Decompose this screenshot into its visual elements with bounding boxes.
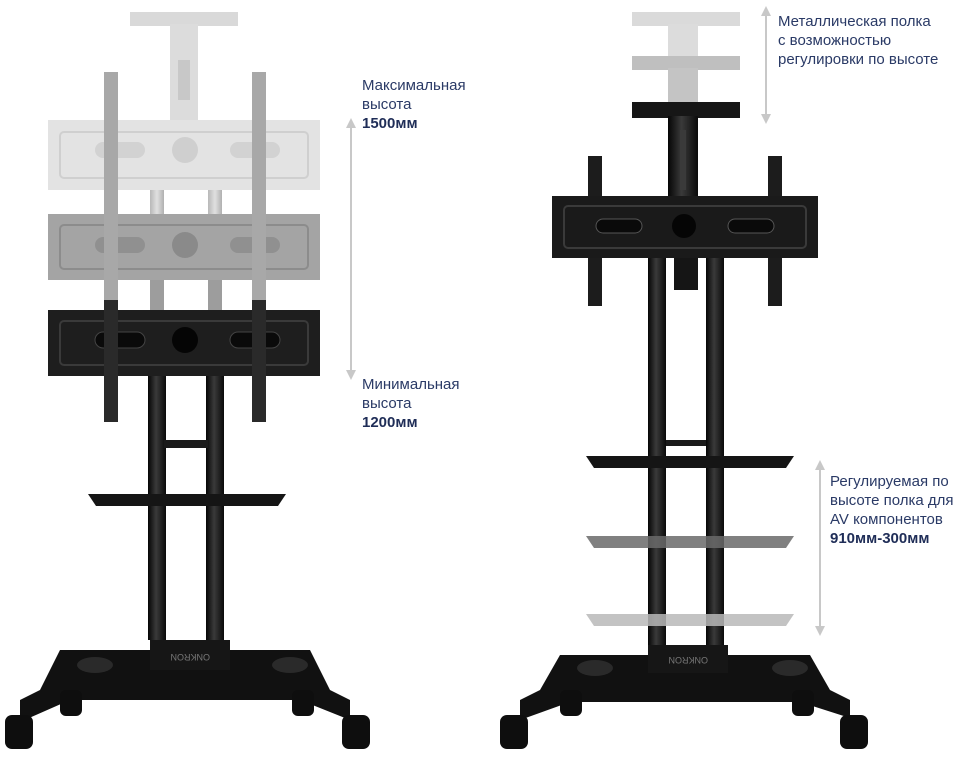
top-shelf-arrow: [761, 6, 771, 124]
av-shelf-value: 910мм-300мм: [830, 530, 930, 547]
right-stand: ONKRON: [500, 6, 868, 749]
min-height-line1: Минимальная: [362, 376, 460, 393]
left-wheels: [5, 690, 370, 749]
left-brand-mark: ONKRON: [170, 652, 210, 662]
max-height-value: 1500мм: [362, 115, 418, 132]
top-shelf-line1: Металлическая полка: [778, 13, 931, 30]
av-shelf-line3: AV компонентов: [830, 511, 943, 528]
min-height-line2: высота: [362, 395, 412, 412]
av-shelf-label: Регулируемая по высоте полка для AV комп…: [830, 472, 954, 548]
right-brand-mark: ONKRON: [668, 655, 708, 665]
height-range-arrow: [346, 118, 356, 380]
top-shelf-line3: регулировки по высоте: [778, 51, 939, 68]
left-stand: ONKRON: [5, 12, 370, 749]
right-wheels: [500, 690, 868, 749]
top-shelf-line2: с возможностью: [778, 32, 892, 49]
max-height-label: Максимальная высота 1500мм: [362, 76, 466, 133]
min-height-label: Минимальная высота 1200мм: [362, 375, 460, 432]
max-height-line1: Максимальная: [362, 77, 466, 94]
av-shelf-arrow: [815, 460, 825, 636]
min-height-value: 1200мм: [362, 414, 418, 431]
av-shelf-line2: высоте полка для: [830, 492, 954, 509]
av-shelf-line1: Регулируемая по: [830, 473, 949, 490]
top-shelf-label: Металлическая полка с возможностью регул…: [778, 12, 938, 69]
max-height-line2: высота: [362, 96, 412, 113]
